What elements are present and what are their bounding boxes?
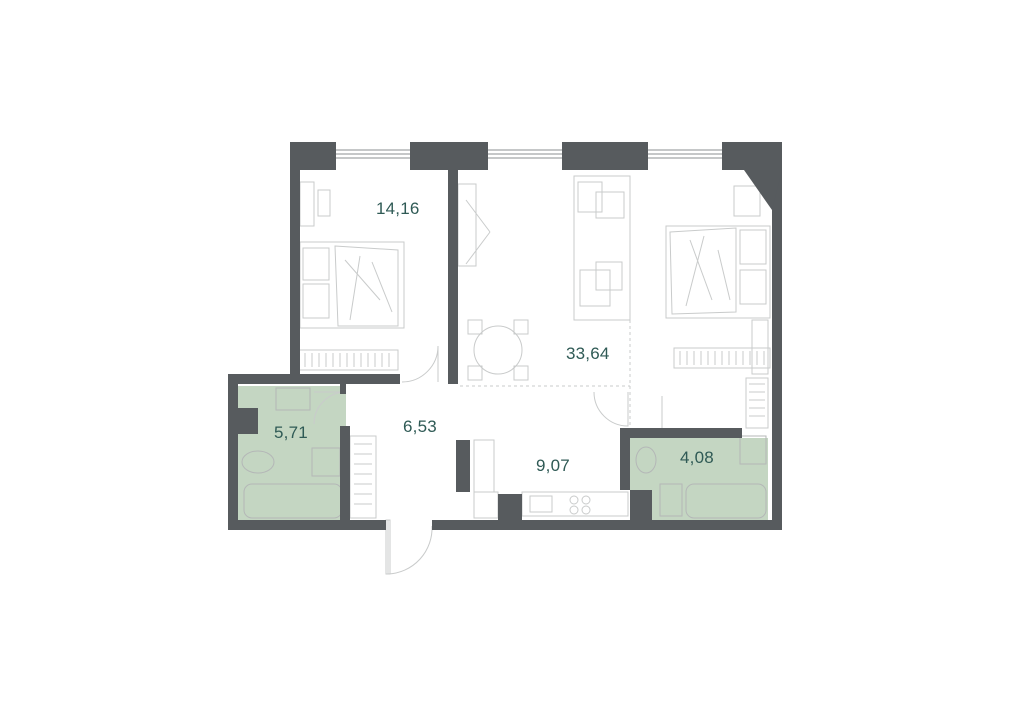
door-bedroom-1 bbox=[401, 345, 439, 383]
toilet-2 bbox=[635, 446, 657, 474]
wardrobe-1 bbox=[297, 349, 399, 371]
bed-1-blanket bbox=[334, 245, 399, 327]
dining-table bbox=[467, 319, 529, 381]
walls bbox=[228, 142, 782, 530]
bed-1-pillow-top bbox=[302, 247, 330, 281]
sink-1 bbox=[275, 387, 311, 411]
door-entrance-leaf bbox=[385, 519, 391, 575]
bathroom-2-fill bbox=[630, 438, 768, 520]
room-area-hallway: 6,53 bbox=[403, 417, 437, 436]
area-labels: 14,16 33,64 6,53 5,71 9,07 4,08 bbox=[274, 199, 714, 475]
sink-2 bbox=[739, 435, 767, 465]
chair-1 bbox=[317, 189, 331, 217]
room-area-living-room: 33,64 bbox=[566, 344, 610, 363]
door-entrance bbox=[387, 520, 433, 575]
bed-2-blanket bbox=[669, 227, 737, 315]
windows bbox=[334, 149, 724, 159]
shelf-2 bbox=[751, 319, 769, 375]
wardrobe-2 bbox=[673, 347, 771, 369]
room-area-bathroom-2: 4,08 bbox=[680, 448, 714, 467]
zone-divider bbox=[460, 320, 631, 432]
room-area-bedroom-1: 14,16 bbox=[376, 199, 420, 218]
hall-wardrobe bbox=[349, 435, 377, 519]
wet-room-fills bbox=[236, 386, 768, 520]
tv-unit bbox=[457, 183, 491, 267]
room-area-bathroom-1: 5,71 bbox=[274, 423, 308, 442]
bed-1 bbox=[299, 241, 405, 329]
room-area-kitchen: 9,07 bbox=[536, 456, 570, 475]
bed-1-pillow-bottom bbox=[302, 283, 330, 319]
wardrobe-3 bbox=[745, 377, 769, 429]
sofa bbox=[573, 175, 631, 321]
kitchen-counter bbox=[473, 439, 629, 519]
bed-2 bbox=[665, 225, 771, 319]
doors bbox=[313, 345, 697, 575]
bathtub-2 bbox=[685, 483, 767, 519]
door-kitchen bbox=[593, 391, 629, 427]
bed-2-pillow-top bbox=[739, 229, 767, 265]
washer-2 bbox=[659, 483, 683, 517]
toilet-1 bbox=[241, 450, 275, 474]
nightstand-2 bbox=[733, 185, 761, 217]
desk-1 bbox=[299, 181, 315, 227]
bathroom-1-fill bbox=[236, 386, 346, 520]
bed-2-pillow-bottom bbox=[739, 269, 767, 305]
